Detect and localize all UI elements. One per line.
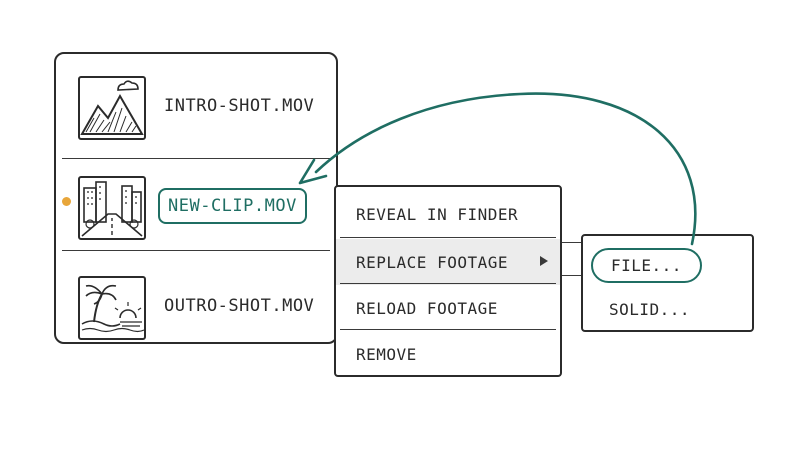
row-divider — [62, 250, 330, 251]
menu-divider — [340, 237, 556, 238]
project-item-label: INTRO-SHOT.MOV — [164, 96, 315, 116]
row-divider — [62, 158, 330, 159]
status-dot — [62, 197, 71, 206]
menu-item-label: RELOAD FOOTAGE — [356, 299, 498, 318]
submenu-item-solid[interactable]: SOLID... — [583, 290, 752, 330]
mountain-landscape-icon — [78, 76, 146, 140]
project-item-new-clip[interactable]: NEW-CLIP.MOV — [56, 160, 336, 256]
menu-item-replace-footage[interactable]: REPLACE FOOTAGE — [336, 239, 560, 285]
project-item-label-selected: NEW-CLIP.MOV — [158, 188, 307, 224]
menu-divider — [340, 329, 556, 330]
menu-item-remove[interactable]: REMOVE — [336, 331, 560, 377]
submenu-arrow-icon — [540, 256, 548, 266]
submenu: FILE... SOLID... — [581, 234, 754, 332]
context-menu: REVEAL IN FINDER REPLACE FOOTAGE RELOAD … — [334, 185, 562, 377]
menu-item-reload-footage[interactable]: RELOAD FOOTAGE — [336, 285, 560, 331]
submenu-item-label-circled: FILE... — [591, 248, 702, 283]
submenu-item-file[interactable]: FILE... — [583, 244, 752, 284]
project-item-intro[interactable]: INTRO-SHOT.MOV — [56, 60, 336, 156]
menu-divider — [340, 283, 556, 284]
menu-item-reveal-in-finder[interactable]: REVEAL IN FINDER — [336, 191, 560, 237]
menu-item-label: REPLACE FOOTAGE — [356, 253, 508, 272]
menu-item-label: REMOVE — [356, 345, 417, 364]
beach-sunset-icon — [78, 276, 146, 340]
project-panel: INTRO-SHOT.MOV NEW-CLIP.MOV — [54, 52, 338, 344]
city-street-icon — [78, 176, 146, 240]
submenu-connector — [562, 242, 582, 276]
menu-item-label: REVEAL IN FINDER — [356, 205, 519, 224]
project-item-label: OUTRO-SHOT.MOV — [164, 296, 315, 316]
project-item-outro[interactable]: OUTRO-SHOT.MOV — [56, 260, 336, 356]
submenu-item-label: SOLID... — [609, 300, 691, 319]
